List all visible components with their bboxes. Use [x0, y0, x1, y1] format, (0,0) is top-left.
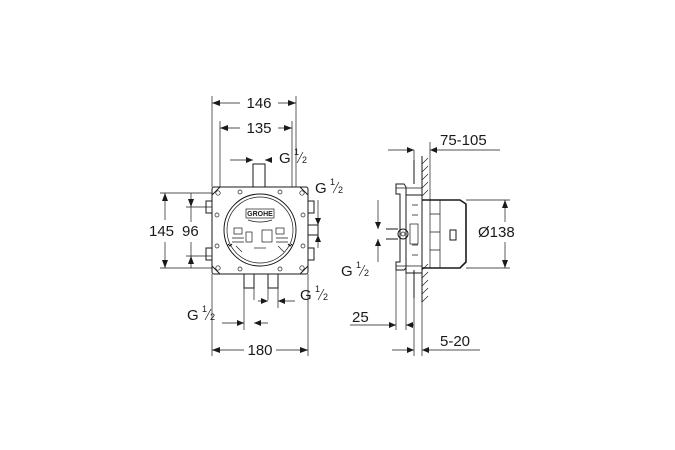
svg-text:G: G — [279, 150, 291, 167]
svg-text:2: 2 — [323, 292, 328, 302]
svg-text:G: G — [341, 263, 353, 280]
dimension-135: 135 — [219, 120, 293, 187]
internal-markings — [227, 227, 293, 253]
svg-text:75-105: 75-105 — [440, 132, 487, 149]
svg-text:Ø138: Ø138 — [478, 224, 515, 241]
dimension-25: 25 — [350, 270, 414, 330]
svg-text:G: G — [187, 307, 199, 324]
svg-text:2: 2 — [338, 185, 343, 195]
dimension-96: 96 — [182, 193, 212, 268]
dimension-diameter: Ø138 — [466, 199, 515, 269]
svg-text:1: 1 — [294, 147, 299, 157]
dimension-146: 146 — [211, 95, 297, 187]
svg-text:146: 146 — [246, 95, 271, 112]
svg-text:96: 96 — [182, 223, 199, 240]
valve-body — [223, 193, 297, 267]
svg-text:2: 2 — [210, 312, 215, 322]
svg-text:1: 1 — [356, 260, 361, 270]
thread-label-bottom-right: G 1 2 — [258, 284, 328, 308]
svg-text:135: 135 — [246, 120, 271, 137]
svg-text:2: 2 — [364, 268, 369, 278]
side-view: 75-105 Ø138 G 1 2 25 — [341, 132, 515, 356]
svg-text:1: 1 — [330, 177, 335, 187]
bottom-outlet-pipe-left — [243, 273, 255, 289]
svg-text:G: G — [315, 180, 327, 197]
svg-text:2: 2 — [302, 155, 307, 165]
mounting-holes — [214, 189, 306, 272]
thread-label-bottom-left: G 1 2 — [187, 288, 268, 330]
bottom-outlet-pipe-right — [267, 273, 279, 289]
svg-text:180: 180 — [247, 342, 272, 359]
svg-text:G: G — [300, 287, 312, 304]
cartridge-body — [405, 194, 423, 274]
thread-label-side-left: G 1 2 — [341, 200, 381, 280]
svg-text:25: 25 — [352, 309, 369, 326]
svg-text:145: 145 — [149, 223, 174, 240]
top-inlet-pipe — [252, 163, 266, 188]
dimension-180: 180 — [211, 274, 309, 359]
wall-section — [413, 156, 429, 303]
mounting-plate — [211, 186, 309, 275]
right-outlet-pipe — [307, 224, 319, 236]
front-view: GROHE 146 — [149, 95, 343, 359]
svg-text:1: 1 — [315, 284, 320, 294]
dimension-145: 145 — [149, 192, 212, 269]
thread-label-top: G 1 2 — [230, 147, 307, 167]
brand-logo: GROHE — [247, 211, 273, 218]
svg-text:5-20: 5-20 — [440, 333, 470, 350]
svg-text:1: 1 — [202, 304, 207, 314]
thread-label-right: G 1 2 — [315, 177, 343, 248]
dimension-5-20: 5-20 — [392, 298, 480, 356]
dimension-75-105: 75-105 — [388, 132, 500, 200]
